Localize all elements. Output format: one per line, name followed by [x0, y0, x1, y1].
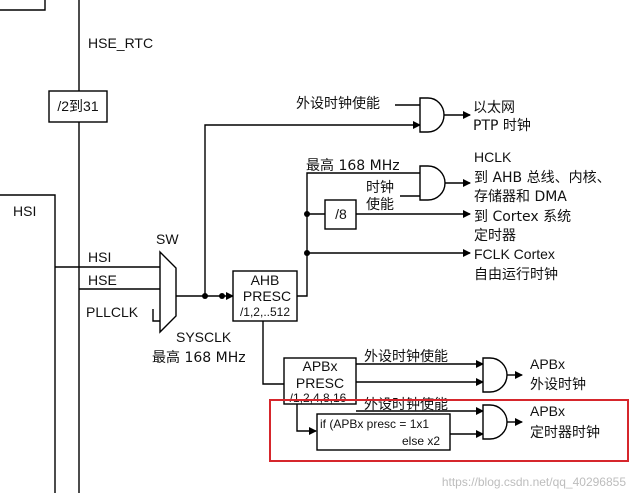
hclk-line-2: 存储器和 DMA [474, 189, 567, 205]
cortex-line-1: 到 Cortex 系统 [474, 209, 571, 225]
timer-enable-label: 外设时钟使能 [364, 396, 448, 413]
ptp-clock-line [204, 121, 421, 296]
rtc-divider-box [48, 90, 108, 123]
eth-out-label-2: PTP 时钟 [473, 117, 531, 134]
hclk-title: HCLK [474, 149, 512, 165]
eth-out-label-1: 以太网 [473, 100, 515, 116]
apb-prescaler-box [283, 357, 357, 405]
sysclk-junction-2 [219, 293, 225, 299]
apb-values: /1,2,4,8,16 [290, 391, 347, 405]
hclk-line-1: 到 AHB 总线、内核、 [474, 170, 611, 186]
ahb-values: /1,2,..512 [240, 305, 290, 319]
hse-rtc-label: HSE_RTC [88, 35, 153, 51]
watermark: https://blog.csdn.net/qq_40296855 [442, 475, 626, 489]
clk-enable-label-2: 使能 [366, 196, 394, 213]
fclk-junction [304, 250, 310, 256]
sw-mux [159, 250, 177, 334]
cortex-line-2: 定时器 [474, 228, 516, 244]
fclk-line-1: FCLK Cortex [474, 246, 555, 262]
hclk-and-gate [419, 165, 446, 201]
apb-and-gate [482, 357, 508, 393]
timer-cond-1: if (APBx presc = 1x1 [320, 417, 429, 431]
timer-out-title: APBx [530, 403, 565, 419]
timer-cond-2: else x2 [402, 434, 440, 448]
timer-in-line [296, 404, 317, 435]
ahb-sub: PRESC [243, 288, 291, 304]
highlight-box [269, 399, 629, 462]
sysclk-label: SYSCLK [176, 329, 232, 345]
timer-multiplier-box [316, 413, 451, 451]
sw-label: SW [156, 231, 179, 247]
ahb-title: AHB [251, 272, 280, 288]
eth-and-gate [419, 97, 445, 133]
hsi-left-line [0, 194, 56, 493]
apb-out-sub: 外设时钟 [530, 376, 586, 393]
div8-junction [304, 211, 310, 217]
sysclk-max-label: 最高 168 MHz [152, 349, 246, 366]
hsi-left-label: HSI [13, 203, 36, 219]
div8-label: /8 [335, 206, 347, 222]
pllclk-label: PLLCLK [86, 304, 139, 320]
rtc-divider-label: /2到31 [57, 98, 98, 114]
clk-enable-label-1: 时钟 [366, 179, 394, 196]
timer-and-gate [482, 404, 508, 440]
ahb-max-label: 最高 168 MHz [306, 157, 400, 174]
apb-enable-label: 外设时钟使能 [364, 348, 448, 365]
upper-bus-line [0, 0, 46, 11]
apb-out-title: APBx [530, 356, 565, 372]
hse-label: HSE [88, 272, 117, 288]
apb-sub: PRESC [296, 375, 344, 391]
ahb-to-apb-line [262, 321, 284, 385]
fclk-line-2: 自由运行时钟 [474, 266, 558, 283]
hclk-trunk [297, 172, 420, 297]
hsi-label: HSI [88, 249, 111, 265]
pllclk-line [152, 309, 160, 322]
timer-out-sub: 定时器时钟 [530, 424, 600, 441]
eth-enable-label: 外设时钟使能 [296, 95, 380, 112]
apb-title: APBx [302, 358, 337, 374]
div8-box [324, 199, 357, 230]
